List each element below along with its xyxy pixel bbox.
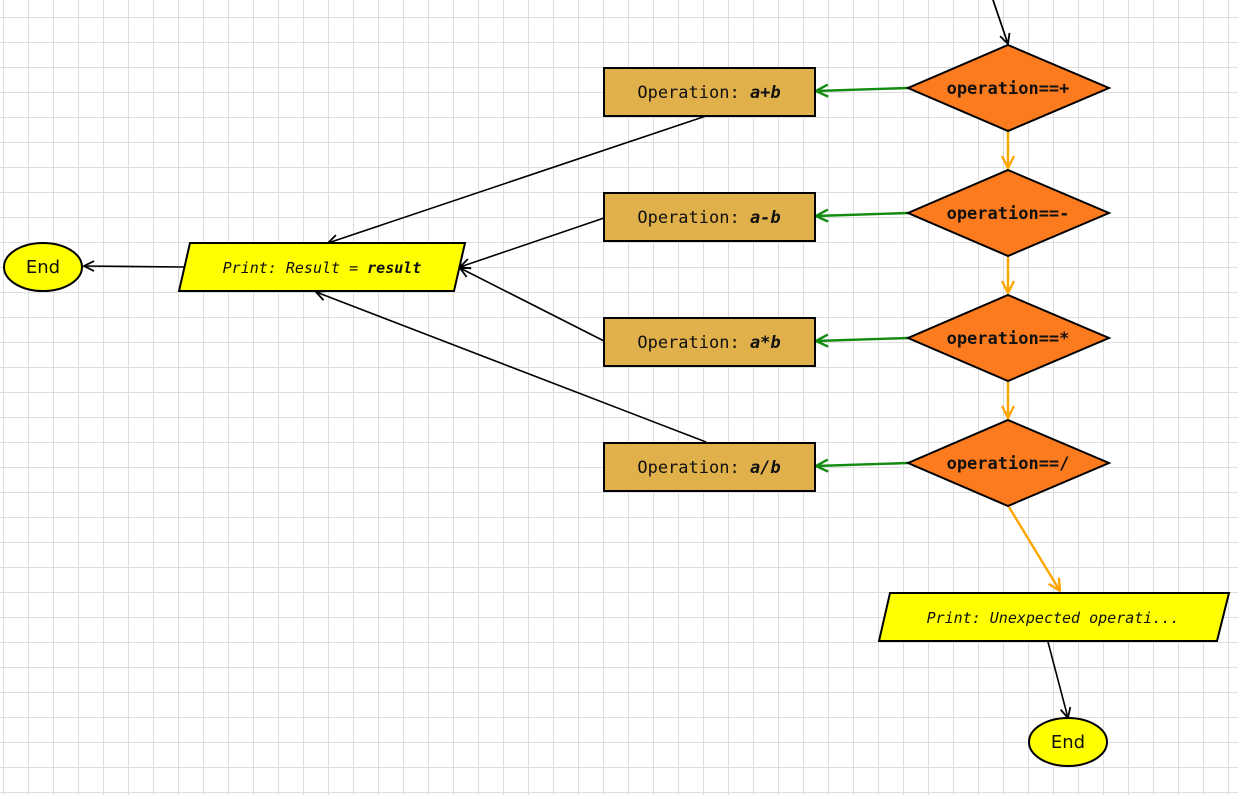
operation-node-div[interactable]: Operation: a/b bbox=[603, 442, 816, 492]
decision-shape bbox=[905, 43, 1112, 133]
decision-label: operation==/ bbox=[947, 454, 1070, 474]
decision-label: operation==* bbox=[947, 329, 1070, 349]
operation-shape bbox=[603, 67, 816, 117]
edge-yes-d-minus-to-op-minus bbox=[816, 213, 909, 216]
edge-print-unexpected-to-end-bottom bbox=[1047, 641, 1068, 718]
terminal-shape bbox=[3, 242, 83, 292]
operation-node-plus[interactable]: Operation: a+b bbox=[603, 67, 816, 117]
operation-expression: a-b bbox=[750, 208, 781, 228]
print-unexpected-label: Print: Unexpected operati... bbox=[927, 609, 1180, 627]
io-shape bbox=[877, 592, 1231, 642]
edge-entry-to-d-plus bbox=[992, 0, 1008, 44]
decision-label: operation==- bbox=[947, 204, 1070, 224]
operation-shape bbox=[603, 317, 816, 367]
operation-prefix: Operation: bbox=[637, 458, 750, 478]
decision-node-div[interactable]: operation==/ bbox=[905, 418, 1112, 508]
end-label: End bbox=[1051, 732, 1085, 753]
decision-node-mult[interactable]: operation==* bbox=[905, 293, 1112, 383]
decision-label: operation==+ bbox=[947, 79, 1070, 99]
operation-label: Operation: a-b bbox=[637, 208, 780, 228]
operation-expression: a/b bbox=[750, 458, 781, 478]
edge-op-mult-to-print-result bbox=[460, 268, 605, 342]
operation-prefix: Operation: bbox=[637, 208, 750, 228]
operation-label: Operation: a/b bbox=[637, 458, 780, 478]
print-result-variable: result bbox=[367, 259, 421, 277]
decision-node-plus[interactable]: operation==+ bbox=[905, 43, 1112, 133]
edges bbox=[84, 0, 1068, 718]
edge-op-minus-to-print-result bbox=[460, 217, 605, 267]
operation-node-mult[interactable]: Operation: a*b bbox=[603, 317, 816, 367]
io-shape bbox=[177, 242, 467, 292]
operation-expression: a+b bbox=[750, 83, 781, 103]
decision-shape bbox=[905, 418, 1112, 508]
print-result-prefix: Print: Result = bbox=[223, 259, 368, 277]
edge-op-div-to-print-result bbox=[316, 292, 707, 443]
operation-node-minus[interactable]: Operation: a-b bbox=[603, 192, 816, 242]
decision-shape bbox=[905, 293, 1112, 383]
edge-print-result-to-end-left bbox=[84, 266, 185, 267]
operation-prefix: Operation: bbox=[637, 83, 750, 103]
edge-no-d-div-to-print-unexpected bbox=[1007, 506, 1060, 591]
edge-yes-d-mult-to-op-mult bbox=[816, 338, 909, 341]
edge-op-plus-to-print-result bbox=[328, 115, 707, 243]
operation-expression: a*b bbox=[750, 333, 781, 353]
terminal-shape bbox=[1028, 717, 1108, 767]
operation-label: Operation: a*b bbox=[637, 333, 780, 353]
print-result-label: Print: Result = result bbox=[223, 259, 422, 277]
operation-prefix: Operation: bbox=[637, 333, 750, 353]
operation-shape bbox=[603, 442, 816, 492]
operation-shape bbox=[603, 192, 816, 242]
edge-yes-d-div-to-op-div bbox=[816, 463, 909, 466]
operation-label: Operation: a+b bbox=[637, 83, 780, 103]
end-node-bottom[interactable]: End bbox=[1028, 717, 1108, 767]
print-result-node[interactable]: Print: Result = result bbox=[177, 242, 467, 292]
decision-node-minus[interactable]: operation==- bbox=[905, 168, 1112, 258]
decision-shape bbox=[905, 168, 1112, 258]
print-unexpected-node[interactable]: Print: Unexpected operati... bbox=[877, 592, 1231, 642]
edge-yes-d-plus-to-op-plus bbox=[816, 88, 909, 91]
end-node-left[interactable]: End bbox=[3, 242, 83, 292]
end-label: End bbox=[26, 257, 60, 278]
